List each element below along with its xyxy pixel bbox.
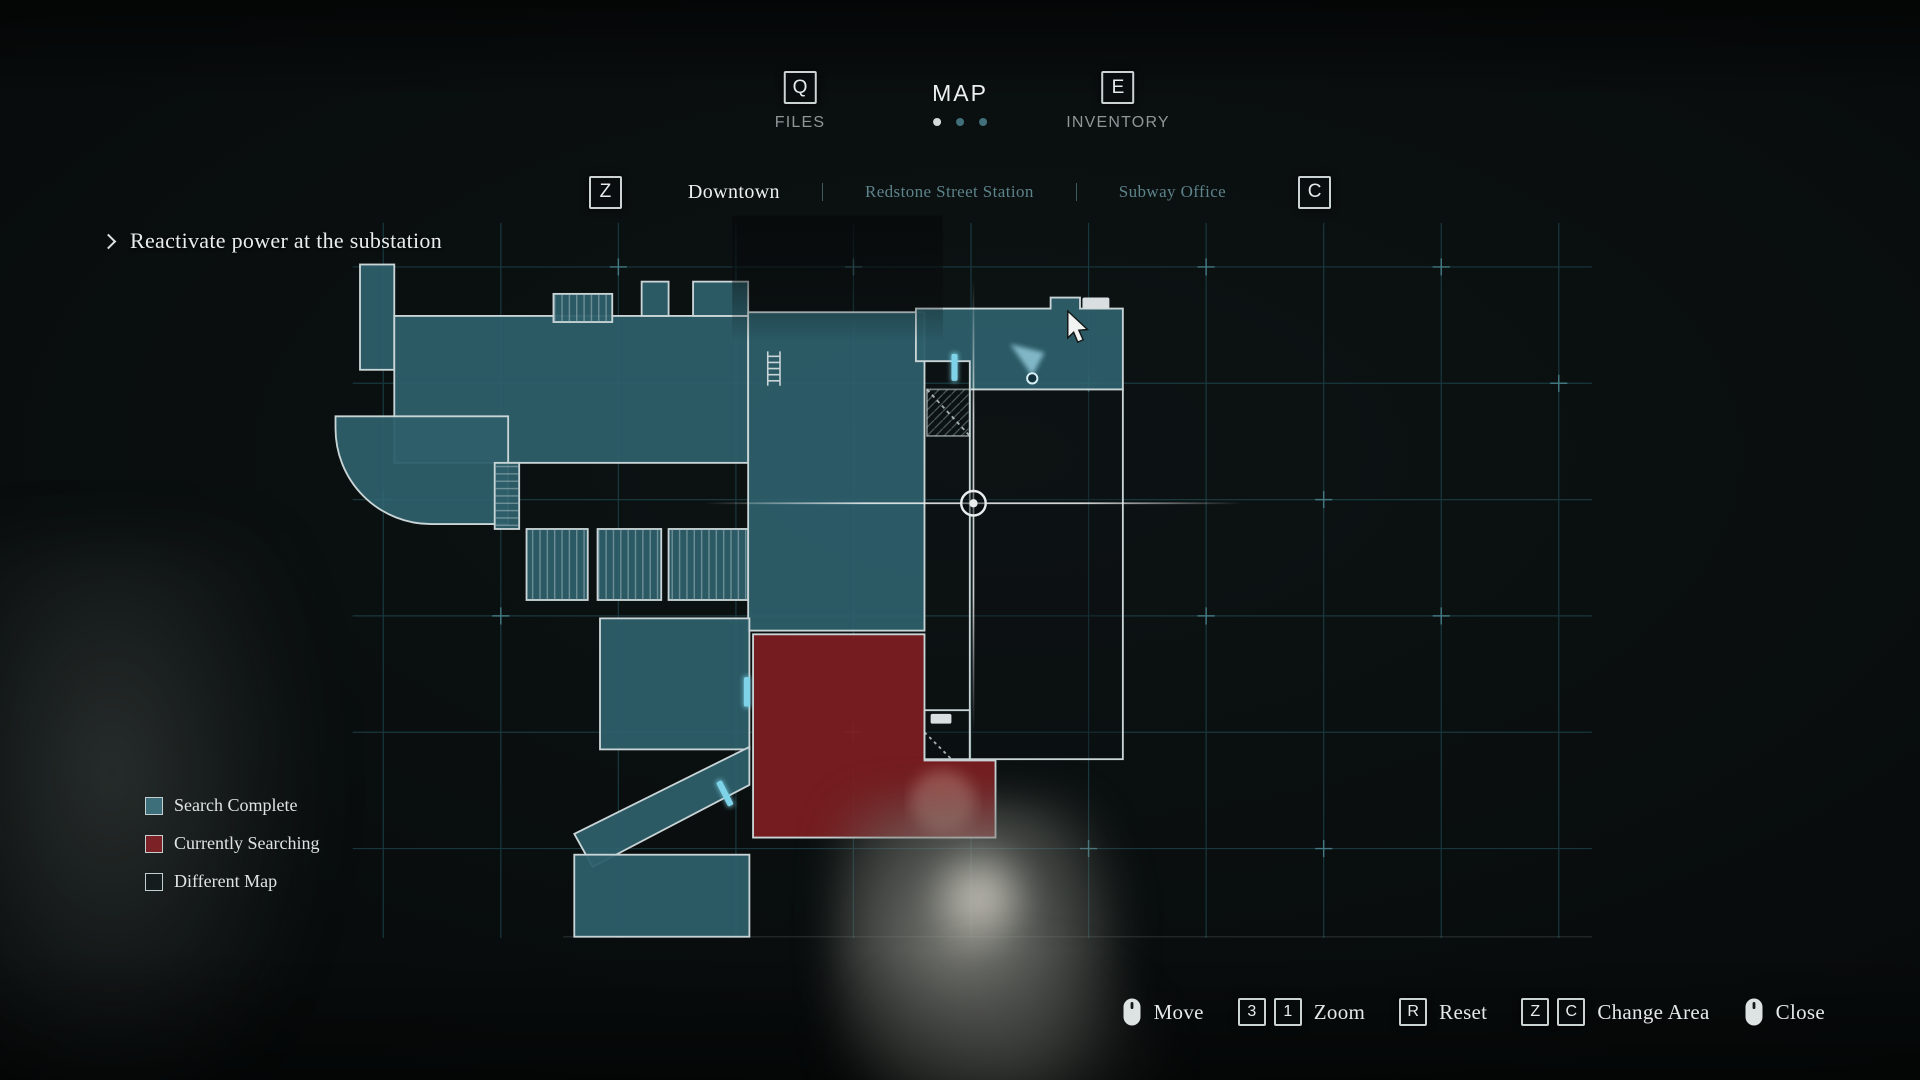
legend-label: Search Complete bbox=[174, 795, 298, 815]
objective: Reactivate power at the substation bbox=[100, 228, 442, 254]
page-dot bbox=[956, 118, 964, 126]
control-change-area: Z C Change Area bbox=[1521, 998, 1709, 1026]
legend-label: Currently Searching bbox=[174, 833, 320, 853]
nav-inventory[interactable]: E INVENTORY bbox=[1066, 71, 1170, 132]
tab-downtown[interactable]: Downtown bbox=[687, 180, 780, 203]
control-label: Close bbox=[1775, 999, 1825, 1024]
reset-key-badge: R bbox=[1399, 998, 1428, 1026]
files-key-badge: Q bbox=[783, 71, 817, 104]
legend-item-different-map: Different Map bbox=[145, 871, 319, 892]
page-dot bbox=[979, 118, 987, 126]
mouse-icon bbox=[1744, 997, 1764, 1027]
map-page-dots bbox=[933, 118, 987, 126]
control-close: Close bbox=[1744, 997, 1825, 1027]
control-label: Move bbox=[1153, 999, 1204, 1024]
tab-separator bbox=[821, 183, 823, 201]
legend-swatch-search-complete bbox=[145, 796, 163, 815]
objective-text: Reactivate power at the substation bbox=[130, 228, 442, 253]
change-area-next-key-badge: C bbox=[1557, 998, 1586, 1026]
files-label: FILES bbox=[774, 114, 826, 131]
control-zoom: 3 1 Zoom bbox=[1237, 998, 1366, 1026]
zoom-out-key-badge: 1 bbox=[1273, 998, 1302, 1026]
page-dot-active bbox=[933, 118, 941, 126]
nav-files[interactable]: Q FILES bbox=[775, 71, 825, 132]
control-move: Move bbox=[1122, 997, 1204, 1027]
tab-subway-office[interactable]: Subway Office bbox=[1118, 182, 1227, 201]
ladder-icon bbox=[766, 351, 781, 386]
legend-item-search-complete: Search Complete bbox=[145, 795, 319, 816]
area-tabs: Z Downtown Redstone Street Station Subwa… bbox=[0, 172, 1920, 212]
map-blur-overlay bbox=[732, 215, 943, 343]
next-area-key-badge: C bbox=[1298, 175, 1332, 209]
tab-separator bbox=[1075, 183, 1077, 201]
legend-item-currently-searching: Currently Searching bbox=[145, 833, 319, 854]
page-title: MAP bbox=[932, 80, 988, 106]
nav-map: MAP bbox=[932, 80, 988, 126]
map-legend: Search Complete Currently Searching Diff… bbox=[145, 795, 319, 892]
chevron-right-icon bbox=[100, 233, 117, 249]
tab-redstone-street-station[interactable]: Redstone Street Station bbox=[864, 182, 1034, 201]
control-label: Change Area bbox=[1597, 999, 1710, 1024]
legend-label: Different Map bbox=[174, 871, 278, 891]
control-label: Zoom bbox=[1313, 999, 1366, 1024]
inventory-label: INVENTORY bbox=[1066, 114, 1170, 131]
legend-swatch-currently-searching bbox=[145, 834, 163, 853]
rooms-different-map bbox=[923, 388, 1124, 761]
control-label: Reset bbox=[1439, 999, 1488, 1024]
change-area-prev-key-badge: Z bbox=[1521, 998, 1550, 1026]
control-reset: R Reset bbox=[1399, 998, 1487, 1026]
mouse-icon bbox=[1122, 997, 1142, 1027]
prev-area-key-badge: Z bbox=[588, 175, 622, 209]
zoom-in-key-badge: 3 bbox=[1237, 998, 1266, 1026]
inventory-key-badge: E bbox=[1101, 71, 1135, 104]
legend-swatch-different-map bbox=[145, 872, 163, 891]
controls-bar: Move 3 1 Zoom R Reset Z C Change Area Cl… bbox=[1122, 990, 1825, 1034]
